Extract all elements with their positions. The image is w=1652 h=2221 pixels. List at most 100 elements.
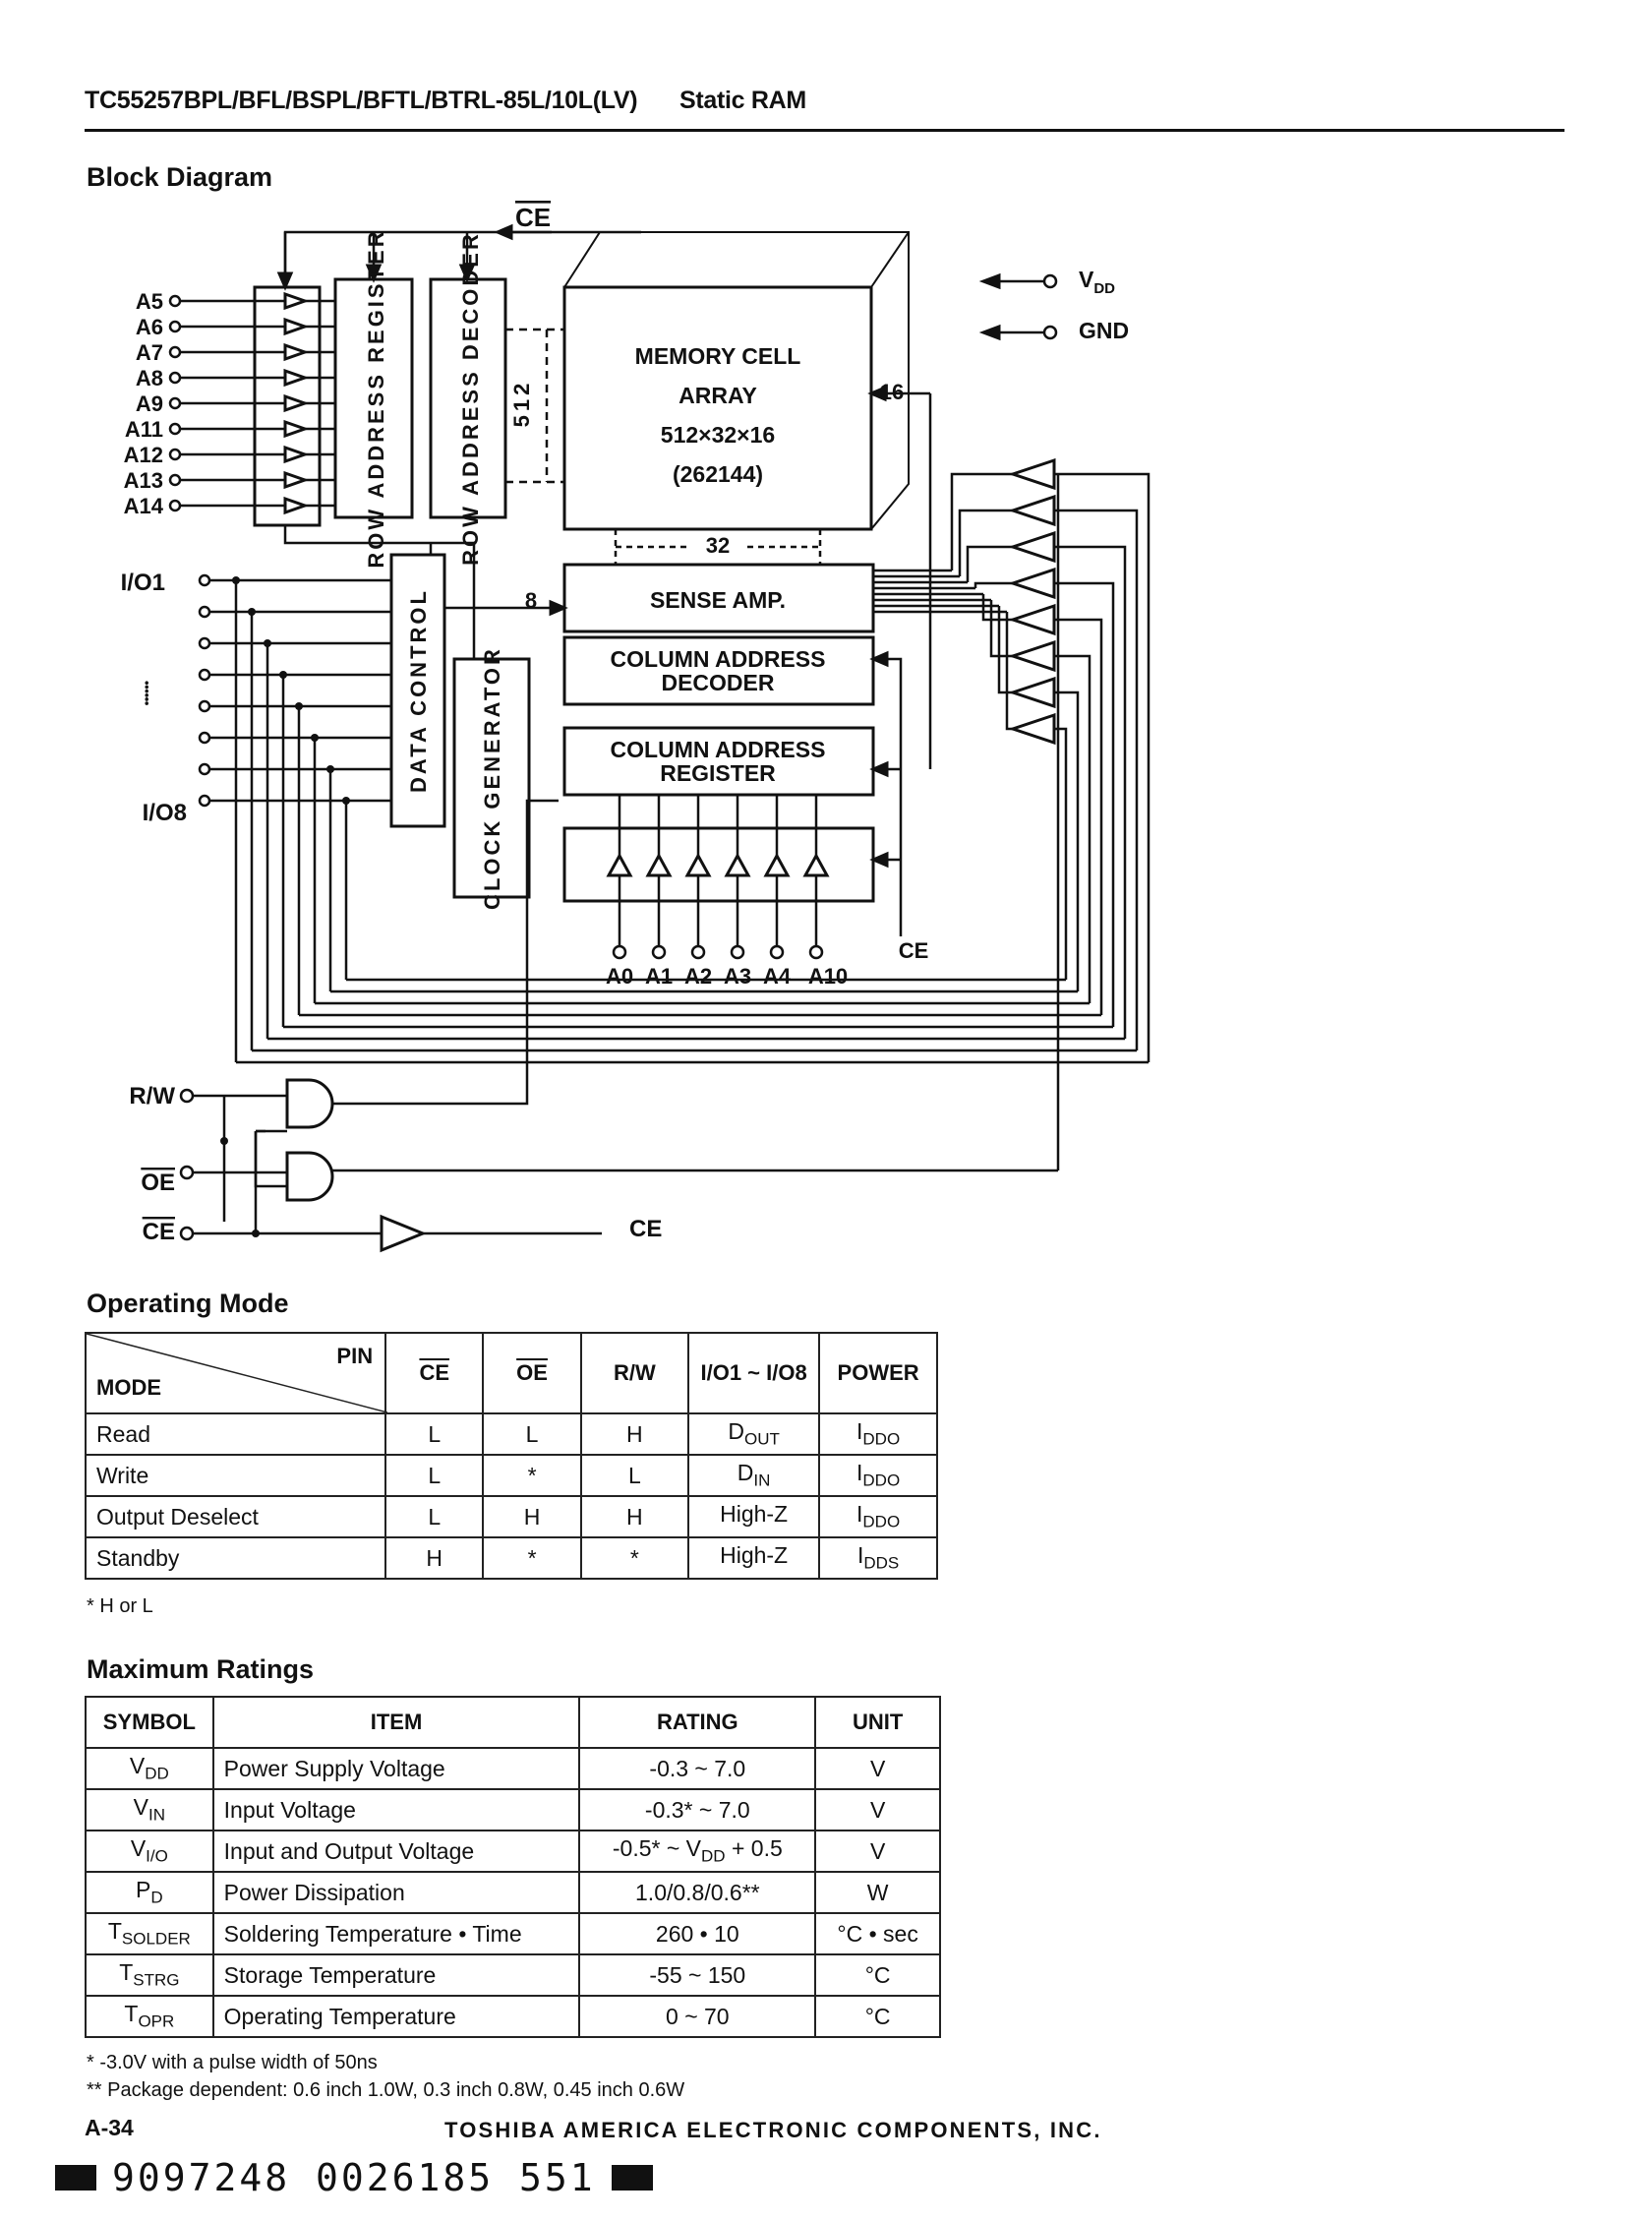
oe-terminal — [179, 1165, 195, 1180]
rating: -0.3* ~ 7.0 — [578, 1788, 817, 1831]
arrowhead — [869, 760, 889, 778]
column-pin-label: A4 — [763, 964, 792, 989]
sense-amp-label: SENSE AMP. — [650, 587, 786, 613]
power-value: IDDO — [818, 1495, 938, 1538]
junction-dot — [279, 671, 287, 679]
io-value: High-Z — [687, 1495, 821, 1538]
io1-label: I/O1 — [121, 570, 165, 596]
wire — [974, 581, 1013, 588]
arrowhead — [276, 271, 294, 291]
mode-name: Standby — [84, 1536, 387, 1580]
operating-mode-table: PIN MODE CE OE R/W I/O1 ~ I/O8 POWER Rea… — [84, 1332, 938, 1580]
symbol: VDD — [85, 1747, 214, 1790]
document-code: 9097248 0026185 551 — [39, 2156, 669, 2199]
bus-512-label: 512 — [509, 380, 534, 428]
io-pin-terminal — [198, 731, 211, 745]
io-value: DOUT — [687, 1412, 821, 1456]
col-decoder-line2: DECODER — [661, 670, 774, 695]
row-pin-label: A13 — [124, 468, 163, 493]
junction-dot — [248, 608, 256, 616]
output-buffer — [1008, 457, 1056, 491]
row-pin-terminal — [168, 422, 182, 436]
row-pin-terminal — [168, 396, 182, 410]
io-pin-terminal — [198, 605, 211, 619]
row-pin-terminal — [168, 320, 182, 333]
wire — [1054, 472, 1150, 1062]
mode-name: Write — [84, 1454, 387, 1497]
ce-value: L — [384, 1495, 485, 1538]
wire — [1054, 618, 1103, 1015]
mode-name: Output Deselect — [84, 1495, 387, 1538]
unit: °C • sec — [814, 1912, 941, 1955]
column-pin-label: A3 — [724, 964, 751, 989]
gnd-terminal — [1042, 325, 1058, 340]
io-pin-terminal — [198, 636, 211, 650]
power-value: IDDS — [818, 1536, 938, 1580]
code-mark-left — [55, 2165, 96, 2191]
code-text: 9097248 0026185 551 — [112, 2156, 596, 2199]
oe-value: H — [482, 1495, 582, 1538]
block-diagram-title: Block Diagram — [87, 162, 273, 192]
row-pin-label: A9 — [136, 391, 163, 416]
bus-8-label: 8 — [525, 588, 537, 613]
column-input-buffer — [802, 852, 830, 877]
bus-16-label: 16 — [880, 380, 904, 404]
symbol: VIN — [85, 1788, 214, 1831]
symbol: TOPR — [85, 1995, 214, 2038]
row-input-buffer — [283, 445, 310, 464]
clock-generator — [452, 657, 531, 899]
operating-mode-title: Operating Mode — [87, 1289, 289, 1318]
output-buffer — [1008, 530, 1056, 564]
arrowhead — [494, 223, 513, 241]
row-pin-terminal — [168, 371, 182, 385]
symbol: TSTRG — [85, 1953, 214, 1997]
column-address-decoder — [562, 635, 875, 706]
output-buffer — [1008, 712, 1056, 746]
row-input-buffer — [283, 342, 310, 362]
part-number: TC55257BPL/BFL/BSPL/BFTL/BTRL-85L/10L(LV… — [85, 87, 638, 114]
column-pin-terminal — [730, 944, 745, 960]
column-input-buffer — [645, 852, 673, 877]
io-pin-terminal — [198, 668, 211, 682]
output-buffer — [1008, 603, 1056, 636]
corner-pin: PIN — [336, 1344, 374, 1368]
unit: V — [814, 1830, 941, 1873]
ratings-note-1: * -3.0V with a pulse width of 50ns — [87, 2052, 378, 2073]
row-input-buffer — [283, 419, 310, 439]
rw-value: H — [579, 1412, 690, 1456]
col-decoder-line1: COLUMN ADDRESS — [611, 646, 826, 672]
wire — [966, 545, 1013, 582]
ce-value: L — [384, 1454, 485, 1497]
column-pin-terminal — [612, 944, 627, 960]
oe-value: * — [482, 1536, 582, 1580]
row-pin-terminal — [168, 473, 182, 487]
data-control-label: DATA CONTROL — [406, 588, 431, 793]
symbol: TSOLDER — [85, 1912, 214, 1955]
junction-dot — [311, 734, 319, 742]
rw-value: L — [579, 1454, 690, 1497]
item: Operating Temperature — [211, 1995, 581, 2038]
ce-pin-label: CE — [143, 1219, 175, 1245]
unit: W — [814, 1871, 941, 1914]
operating-mode-note: * H or L — [87, 1595, 153, 1617]
rw-terminal — [179, 1088, 195, 1104]
arrowhead — [978, 324, 1001, 341]
column-pin-label: A10 — [808, 964, 848, 989]
row-pin-label: A8 — [136, 366, 163, 390]
column-pin-label: A1 — [645, 964, 673, 989]
row-register-label: ROW ADDRESS REGISTER — [364, 228, 388, 568]
page-header: TC55257BPL/BFL/BSPL/BFTL/BTRL-85L/10L(LV… — [85, 87, 1564, 132]
junction-dot — [326, 765, 334, 773]
column-input-buffers — [562, 826, 875, 903]
col-register-line1: COLUMN ADDRESS — [611, 737, 826, 762]
column-input-buffer — [684, 852, 712, 877]
oe-value: L — [482, 1412, 582, 1456]
gnd-label: GND — [1079, 318, 1129, 343]
unit: V — [814, 1747, 941, 1790]
